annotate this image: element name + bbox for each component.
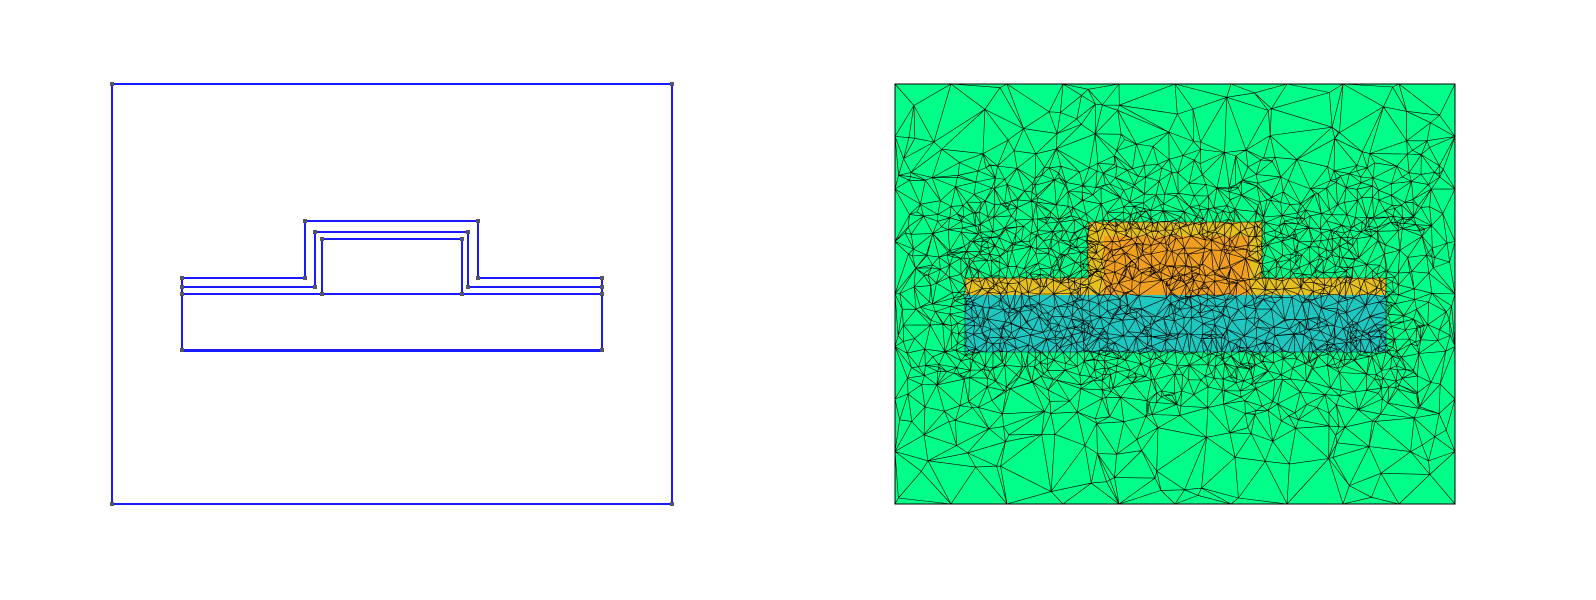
geometry-vertex <box>670 502 674 506</box>
geometry-vertex <box>460 292 464 296</box>
geometry-vertex <box>303 276 307 280</box>
geometry-vertex <box>303 219 307 223</box>
geometry-vertex <box>460 237 464 241</box>
geometry-vertex <box>180 276 184 280</box>
geometry-vertex <box>320 237 324 241</box>
geometry-vertex <box>180 285 184 289</box>
geometry-core-outline <box>321 238 463 295</box>
geometry-vertex <box>180 292 184 296</box>
geometry-vertex <box>180 348 184 352</box>
mesh-domain-border <box>894 83 1456 505</box>
geometry-vertex <box>110 502 114 506</box>
geometry-vertex <box>320 292 324 296</box>
geometry-vertex <box>476 219 480 223</box>
mesh-triangles <box>894 83 1456 505</box>
geometry-vertex <box>670 82 674 86</box>
geometry-vertex <box>466 285 470 289</box>
geometry-vertex <box>600 276 604 280</box>
mesh-substrate-region <box>965 295 1386 352</box>
mesh-triangle-edges <box>894 83 1456 505</box>
geometry-vertex <box>110 82 114 86</box>
geometry-vertices <box>110 82 674 506</box>
mesh-panel <box>894 83 1456 505</box>
geometry-vertex <box>600 292 604 296</box>
geometry-vertex <box>600 285 604 289</box>
geometry-panel <box>110 82 674 506</box>
geometry-vertex <box>600 348 604 352</box>
geometry-vertex <box>476 276 480 280</box>
geometry-vertex <box>313 230 317 234</box>
geometry-inner-layer-outline <box>181 231 603 288</box>
geometry-vertex <box>313 285 317 289</box>
geometry-vertex <box>466 230 470 234</box>
